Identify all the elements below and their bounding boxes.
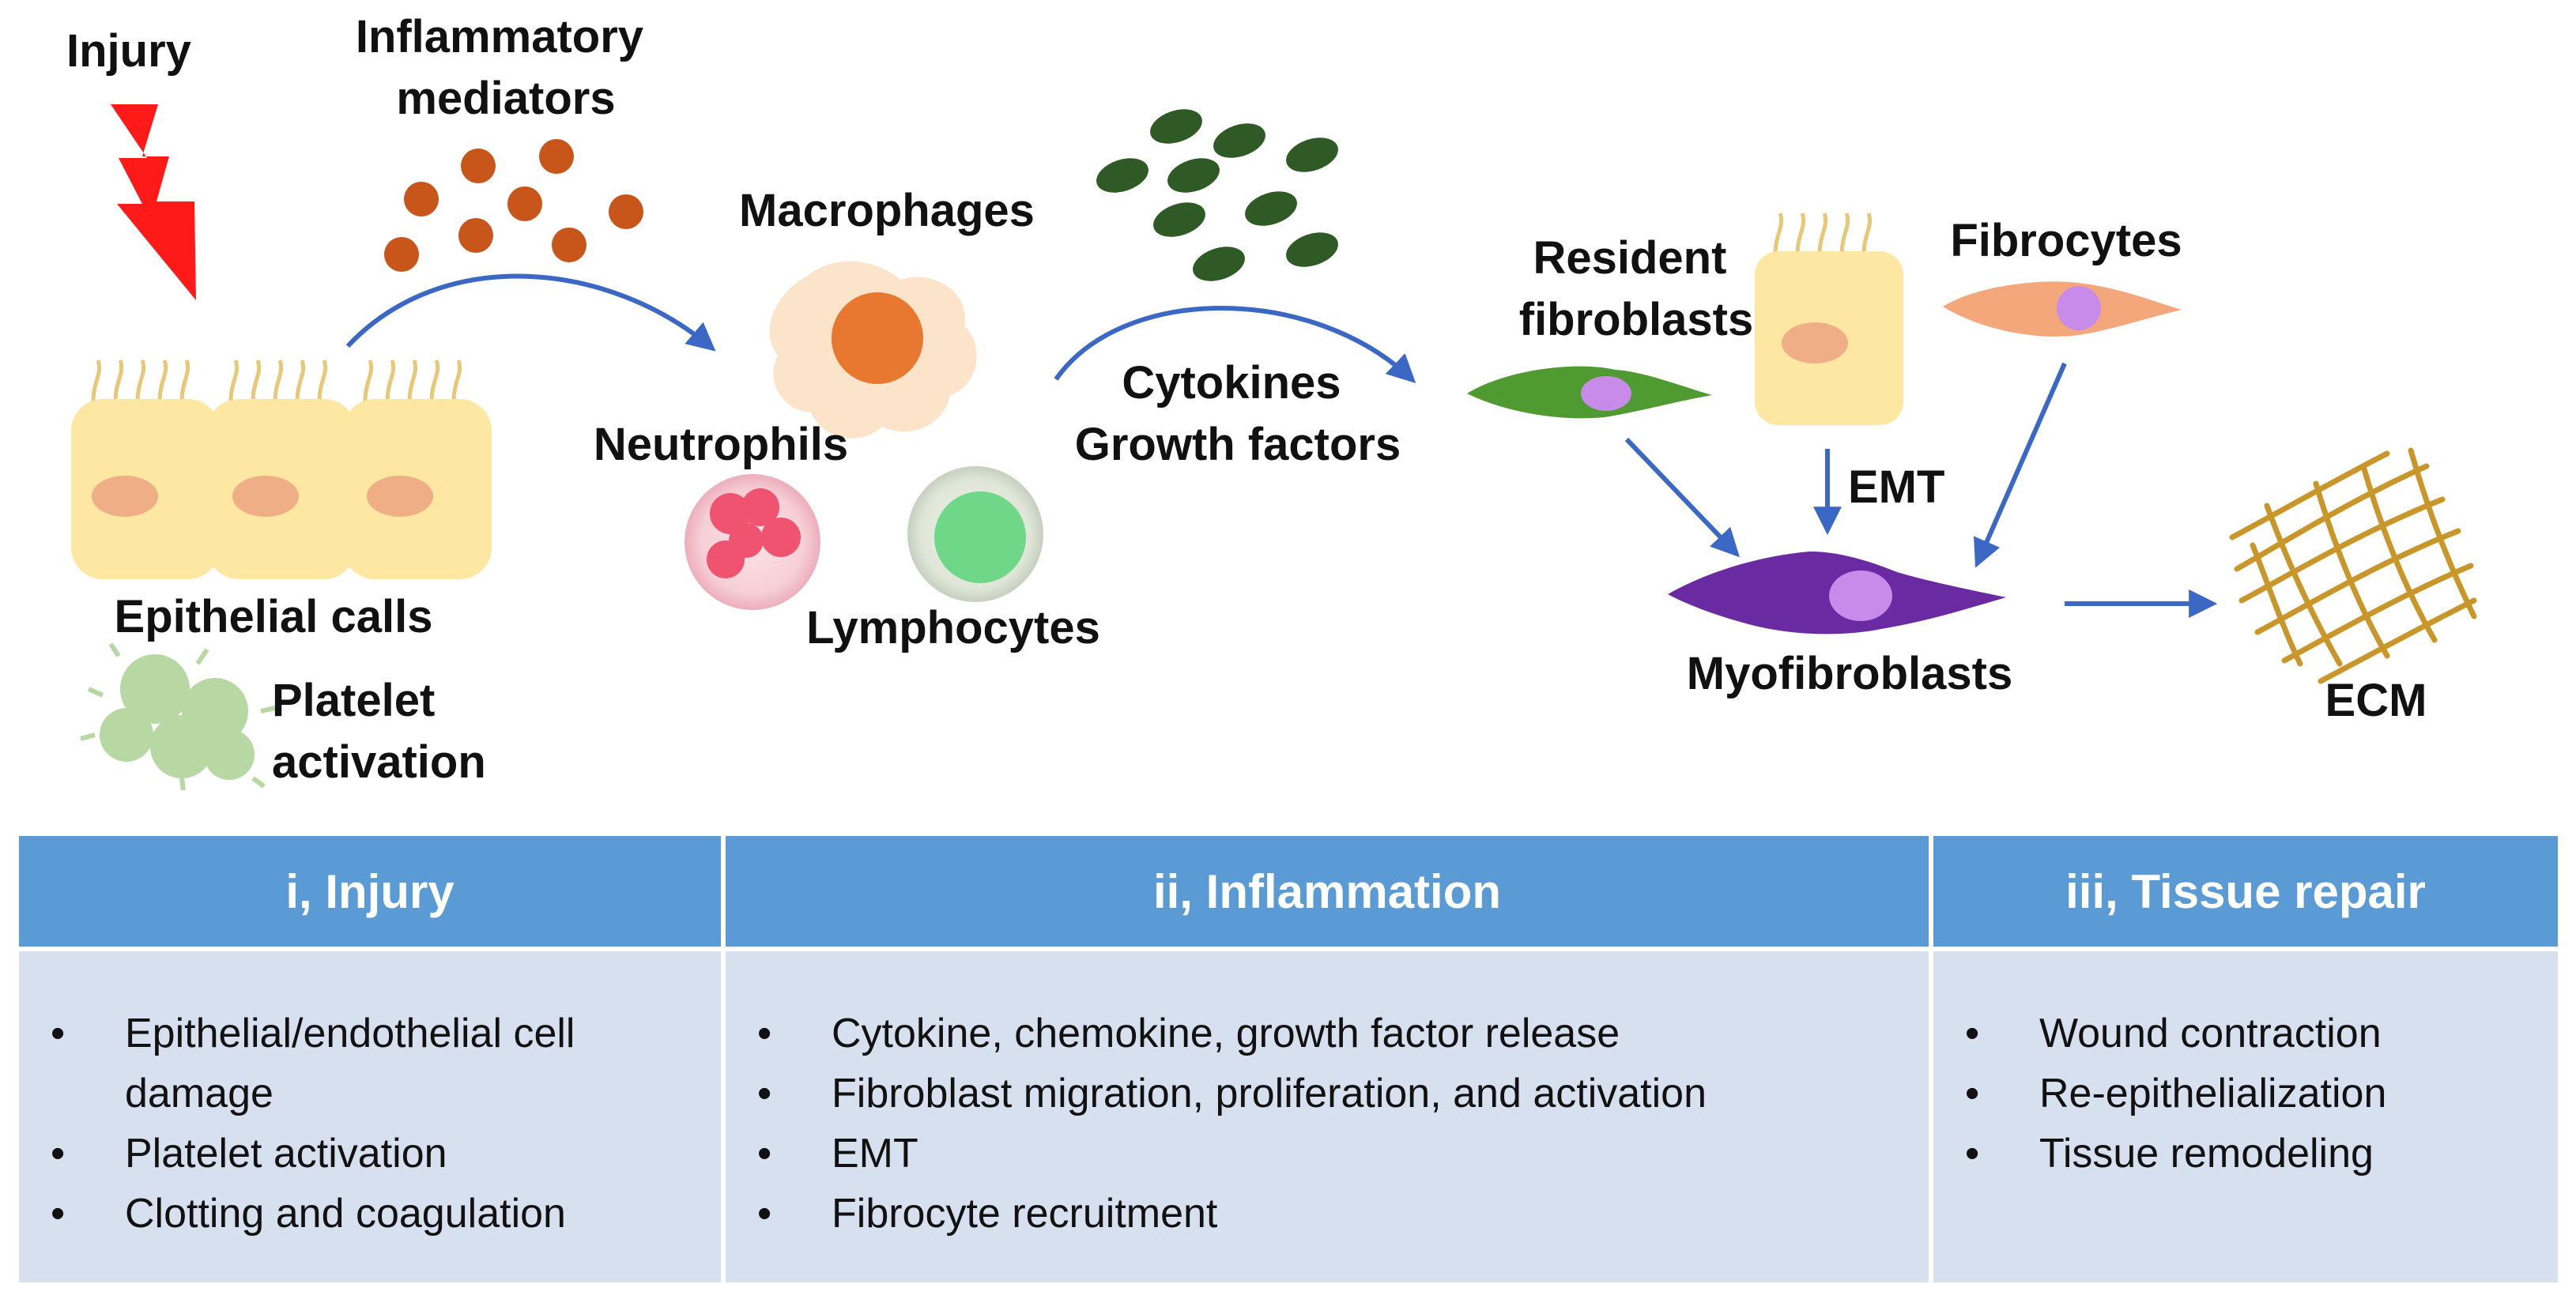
label-inflammatory-mediators-line2: mediators xyxy=(396,73,615,124)
label-platelet-activation: Platelet activation xyxy=(272,675,486,788)
list-item: Fibroblast migration, proliferation, and… xyxy=(745,1064,1921,1124)
myofibroblast-cell xyxy=(1668,552,2006,634)
label-resident-fibroblasts-line1: Resident xyxy=(1533,232,1726,284)
list-item: Cytokine, chemokine, growth factor relea… xyxy=(745,1003,1921,1064)
label-cytokines-line1: Cytokines xyxy=(1122,357,1341,409)
fibrocyte-to-myofibroblast-arrow xyxy=(1974,362,2067,568)
neutrophil-cell xyxy=(685,474,820,610)
phase-column-injury: i, Injury Epithelial/endothelial cell da… xyxy=(19,836,721,1282)
phase-body-tissue-repair: Wound contraction Re-epithelialization T… xyxy=(1933,951,2558,1282)
fibrocyte-cell xyxy=(1943,281,2182,337)
phase-summary-table: i, Injury Epithelial/endothelial cell da… xyxy=(19,836,2558,1282)
list-item: Epithelial/endothelial cell damage xyxy=(38,1003,713,1124)
phase-column-tissue-repair: iii, Tissue repair Wound contraction Re-… xyxy=(1929,836,2558,1282)
phase-body-injury: Epithelial/endothelial cell damage Plate… xyxy=(19,951,721,1282)
label-platelet-activation-line2: activation xyxy=(272,736,486,788)
resident-fibroblast-cell xyxy=(1467,366,1712,419)
label-cytokines-growth-factors: Cytokines Growth factors xyxy=(1075,357,1401,470)
label-resident-fibroblasts-line2: fibroblasts xyxy=(1519,294,1754,345)
label-fibrocytes: Fibrocytes xyxy=(1950,215,2182,266)
emt-epithelial-cell xyxy=(1755,213,1903,425)
label-resident-fibroblasts: Resident fibroblasts xyxy=(1519,232,1754,345)
list-item: Re-epithelialization xyxy=(1952,1064,2550,1124)
label-neutrophils: Neutrophils xyxy=(594,419,848,470)
phase-list-injury: Epithelial/endothelial cell damage Plate… xyxy=(38,1003,713,1244)
list-item: Clotting and coagulation xyxy=(38,1184,713,1244)
mediator-release-arrow xyxy=(345,273,716,352)
phase-list-tissue-repair: Wound contraction Re-epithelialization T… xyxy=(1952,1003,2550,1184)
label-lymphocytes: Lymphocytes xyxy=(806,602,1100,653)
label-ecm: ECM xyxy=(2325,675,2427,726)
phase-body-inflammation: Cytokine, chemokine, growth factor relea… xyxy=(726,951,1929,1282)
lightning-bolt-icon xyxy=(111,104,196,300)
fibrosis-pathway-diagram: Injury Inflammatory mediators Macrophage… xyxy=(66,11,2477,790)
macrophage-cell xyxy=(769,261,977,439)
label-inflammatory-mediators: Inflammatory mediators xyxy=(356,11,656,124)
label-emt: EMT xyxy=(1848,461,1944,513)
label-platelet-activation-line1: Platelet xyxy=(272,675,435,726)
phase-list-inflammation: Cytokine, chemokine, growth factor relea… xyxy=(745,1003,1921,1244)
cytokine-signal-arrow xyxy=(1054,306,1416,383)
list-item: Tissue remodeling xyxy=(1952,1124,2550,1184)
inflammatory-mediator-dots xyxy=(384,139,643,272)
list-item: Fibrocyte recruitment xyxy=(745,1184,1921,1244)
phase-header-inflammation: ii, Inflammation xyxy=(726,836,1929,951)
ecm-fiber-mesh-icon xyxy=(2229,447,2477,684)
cytokine-ovals xyxy=(1096,109,1338,281)
list-item: Wound contraction xyxy=(1952,1003,2550,1064)
epithelial-cells xyxy=(71,360,492,579)
fibroblast-to-myofibroblast-arrow xyxy=(1624,437,1740,558)
label-inflammatory-mediators-line1: Inflammatory xyxy=(356,11,643,62)
label-macrophages: Macrophages xyxy=(739,185,1035,236)
label-cytokines-line2: Growth factors xyxy=(1075,419,1401,470)
label-injury: Injury xyxy=(66,25,191,77)
phase-header-injury: i, Injury xyxy=(19,836,721,951)
phase-column-inflammation: ii, Inflammation Cytokine, chemokine, gr… xyxy=(721,836,1929,1282)
label-myofibroblasts: Myofibroblasts xyxy=(1687,648,2013,699)
phase-header-tissue-repair: iii, Tissue repair xyxy=(1933,836,2558,951)
platelet-cluster-icon xyxy=(80,642,276,790)
label-epithelial-cells: Epithelial calls xyxy=(115,591,433,642)
lymphocyte-cell xyxy=(907,466,1043,602)
list-item: EMT xyxy=(745,1124,1921,1184)
list-item: Platelet activation xyxy=(38,1124,713,1184)
